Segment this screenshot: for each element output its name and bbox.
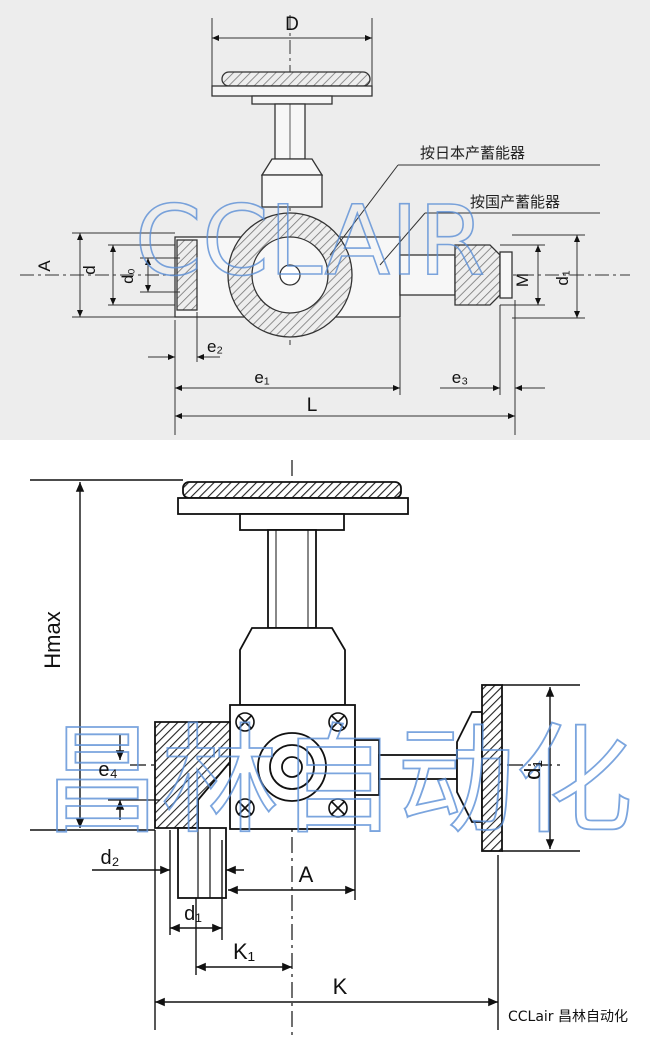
label-D: D	[285, 14, 299, 35]
label-d: d	[80, 265, 99, 274]
bottom-valve-body	[154, 684, 503, 852]
label-M: M	[513, 273, 532, 287]
bottom-labels: Hmax e₄ d₂ d₁ A K₁ K d₁	[40, 611, 545, 999]
label-e1: e₁	[254, 368, 269, 387]
note-japan-accumulator: 按日本产蓄能器	[420, 144, 525, 162]
label-K: K	[333, 974, 348, 999]
bottom-view	[30, 460, 580, 1035]
note-china-accumulator: 按国产蓄能器	[470, 193, 560, 211]
label-d1-right: d₁	[520, 760, 545, 780]
label-e4: e₄	[98, 759, 117, 781]
label-Hmax: Hmax	[40, 611, 65, 668]
top-labels: D A d d₀ M d₁ e₂ e₁ e₃ L 按日本产蓄能器 按国产蓄能器	[35, 14, 572, 416]
label-K1: K₁	[233, 939, 255, 964]
label-d1-top: d₁	[553, 270, 572, 285]
bottom-watermark: 昌林自动化	[43, 712, 633, 850]
label-d2: d₂	[101, 847, 120, 869]
label-d1-small: d₁	[184, 903, 202, 925]
label-d0: d₀	[120, 268, 137, 284]
label-e2: e₂	[207, 337, 223, 356]
label-A-top: A	[35, 260, 54, 272]
label-L: L	[307, 395, 318, 416]
credit-text: CCLair 昌林自动化	[507, 1009, 628, 1025]
bottom-handwheel	[177, 481, 409, 531]
top-view	[20, 15, 630, 435]
label-e3: e₃	[452, 368, 468, 387]
top-watermark: CCLAIR	[135, 185, 485, 297]
top-handwheel	[211, 71, 373, 105]
bolt-markers	[235, 712, 348, 818]
top-valve-body	[174, 212, 513, 338]
label-A-bottom: A	[299, 862, 314, 887]
